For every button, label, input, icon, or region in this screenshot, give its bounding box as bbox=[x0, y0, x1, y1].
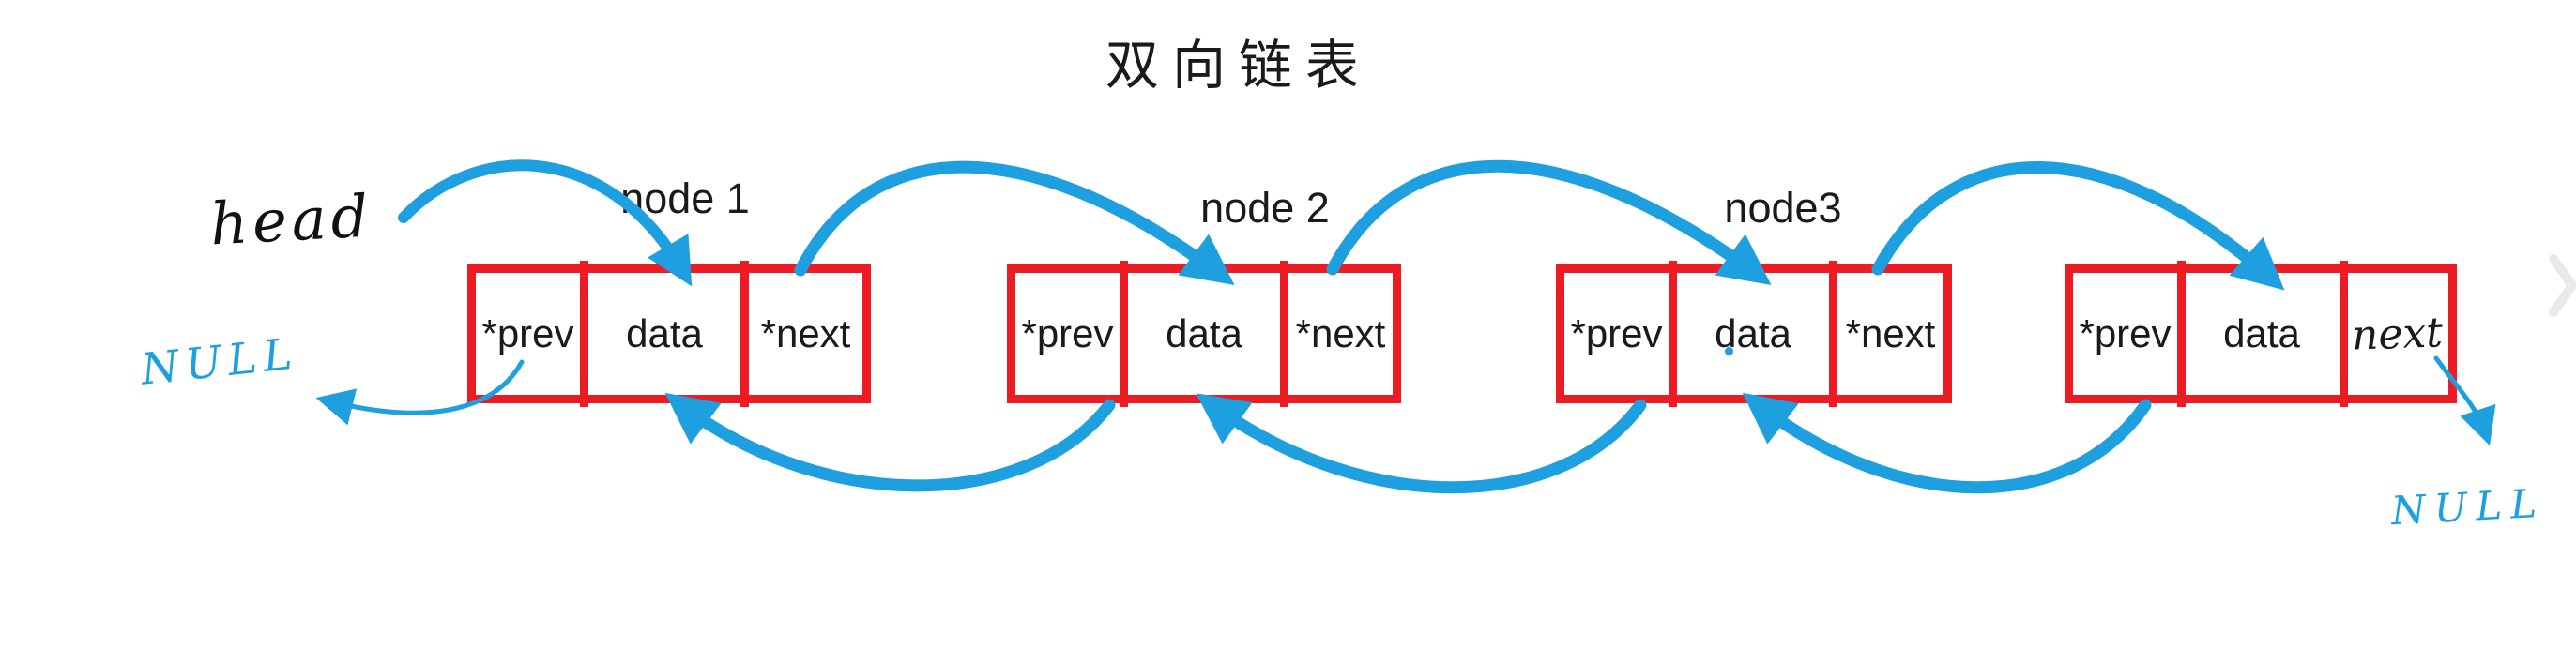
node3-divider-1 bbox=[1669, 261, 1677, 407]
node4-divider-2 bbox=[2340, 261, 2348, 407]
null-label-left: NULL bbox=[138, 327, 301, 395]
node4-handwritten-next: next bbox=[2351, 308, 2444, 360]
node3-divider-2 bbox=[1829, 261, 1837, 407]
node1-box: *prev data *next bbox=[467, 261, 871, 407]
node3-box: *prev data *next bbox=[1556, 261, 1952, 407]
node1-next-cell: *next bbox=[760, 311, 851, 355]
node1-label: node 1 bbox=[620, 174, 750, 222]
node4-box: *prev data next bbox=[2065, 261, 2457, 407]
node3-data-cell: data bbox=[1715, 311, 1791, 355]
page-title: 双向链表 bbox=[1105, 35, 1372, 97]
node2-prev-cell: *prev bbox=[1021, 311, 1114, 355]
head-pointer-label: head bbox=[208, 181, 375, 259]
node2-divider-1 bbox=[1120, 261, 1128, 407]
node2-data-cell: data bbox=[1166, 311, 1242, 355]
node1-data-cell: data bbox=[626, 311, 703, 355]
node2-next-cell: *next bbox=[1295, 311, 1386, 355]
node4-next-cell: next bbox=[2346, 273, 2448, 395]
node1-divider-1 bbox=[580, 261, 588, 407]
node1-prev-cell: *prev bbox=[481, 311, 574, 355]
node2-label: node 2 bbox=[1200, 184, 1330, 232]
node4-prev-cell: *prev bbox=[2079, 311, 2172, 355]
node2-divider-2 bbox=[1280, 261, 1288, 407]
arrow-node3-prev-to-node2 bbox=[1196, 393, 1647, 494]
null-label-right: NULL bbox=[2389, 479, 2547, 535]
node3-next-cell: *next bbox=[1845, 311, 1936, 355]
node2-box: *prev data *next bbox=[1007, 261, 1401, 407]
node4-data-cell: data bbox=[2223, 311, 2300, 355]
node3-label: node3 bbox=[1724, 184, 1842, 232]
arrow-node2-prev-to-node1 bbox=[664, 392, 1116, 492]
node4-divider-1 bbox=[2177, 261, 2186, 407]
stray-ink-dot bbox=[1725, 347, 1733, 355]
next-page-chevron-icon[interactable] bbox=[2549, 254, 2576, 317]
node1-divider-2 bbox=[740, 261, 749, 407]
node3-prev-cell: *prev bbox=[1570, 311, 1663, 355]
arrow-node3-next-to-node4 bbox=[1871, 161, 2285, 291]
arrow-node4-prev-to-node3 bbox=[1742, 392, 2152, 494]
